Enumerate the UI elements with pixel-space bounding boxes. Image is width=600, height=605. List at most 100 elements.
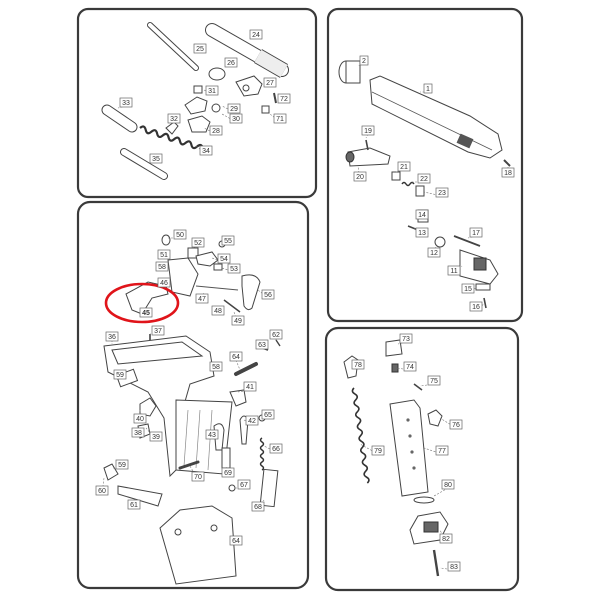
label-text: 33 xyxy=(122,100,130,107)
part-50-pin xyxy=(161,234,171,246)
label-box xyxy=(227,263,241,274)
part-link-pin xyxy=(242,84,250,92)
part-67 xyxy=(228,484,236,492)
label-text: 83 xyxy=(450,564,458,571)
leader-line xyxy=(195,145,207,155)
leader-line xyxy=(433,487,449,497)
label-box xyxy=(217,253,231,264)
part-label-32: 32 xyxy=(167,113,181,124)
leader-line xyxy=(439,567,455,571)
label-text: 62 xyxy=(272,332,280,339)
part-label-36: 36 xyxy=(105,331,119,344)
label-text: 73 xyxy=(402,336,410,343)
part-label-55: 55 xyxy=(221,235,235,246)
leader-line xyxy=(221,267,235,273)
leader-line xyxy=(235,359,241,371)
part-54 xyxy=(195,251,219,267)
label-box xyxy=(435,187,449,198)
part-29 xyxy=(184,96,208,115)
barrel-recoil-parts xyxy=(101,22,289,180)
part-label-48: 48 xyxy=(211,305,225,316)
label-box xyxy=(371,445,385,456)
part-label-1: 1 xyxy=(420,83,433,94)
part-20-end xyxy=(345,151,355,163)
part-label-64: 64 xyxy=(229,535,243,546)
label-box xyxy=(263,77,277,88)
part-barrel-link xyxy=(235,75,263,97)
label-box xyxy=(224,57,238,68)
part-label-68: 68 xyxy=(251,499,265,512)
label-box xyxy=(427,375,441,386)
label-text: 38 xyxy=(134,430,142,437)
label-text: 45 xyxy=(142,310,150,317)
label-box xyxy=(205,85,219,96)
part-label-61: 61 xyxy=(127,497,141,510)
label-text: 27 xyxy=(266,80,274,87)
label-box xyxy=(149,431,163,442)
part-74 xyxy=(391,363,399,373)
leader-line xyxy=(439,529,447,543)
label-text: 51 xyxy=(160,252,168,259)
label-text: 14 xyxy=(418,212,426,219)
label-box xyxy=(139,307,153,318)
part-66-spring xyxy=(259,437,265,471)
part-label-25: 25 xyxy=(193,43,207,54)
label-text: 67 xyxy=(240,482,248,489)
label-text: 54 xyxy=(220,256,228,263)
part-41 xyxy=(229,389,247,407)
part-40 xyxy=(139,397,157,417)
part-11-core xyxy=(473,257,487,271)
label-box xyxy=(231,315,245,326)
label-box xyxy=(399,333,413,344)
label-box xyxy=(221,235,235,246)
label-box xyxy=(469,227,483,238)
label-text: 59 xyxy=(116,372,124,379)
label-box xyxy=(427,247,441,258)
part-75 xyxy=(413,383,423,391)
leader-line xyxy=(395,367,411,371)
label-box xyxy=(361,125,375,136)
label-text: 63 xyxy=(258,342,266,349)
part-52 xyxy=(187,247,199,259)
label-box xyxy=(149,153,163,164)
part-label-11: 11 xyxy=(447,265,463,276)
label-text: 43 xyxy=(208,432,216,439)
label-box xyxy=(441,479,455,490)
label-box xyxy=(229,113,243,124)
part-22-spring xyxy=(401,181,415,187)
part-label-47: 47 xyxy=(195,291,209,304)
part-guide-rod xyxy=(147,22,199,71)
label-text: 2 xyxy=(362,58,366,65)
part-label-2: 2 xyxy=(357,55,369,67)
part-label-12: 12 xyxy=(427,245,441,258)
label-box xyxy=(205,429,219,440)
label-text: 20 xyxy=(356,174,364,181)
part-71 xyxy=(261,105,270,114)
label-box xyxy=(261,409,275,420)
grip-checkering xyxy=(183,409,213,471)
label-text: 39 xyxy=(152,434,160,441)
label-box xyxy=(269,443,283,454)
part-frame-rail xyxy=(111,341,204,365)
slide-serrations xyxy=(456,133,474,149)
part-label-39: 39 xyxy=(145,427,163,442)
label-box xyxy=(191,237,205,248)
part-70 xyxy=(178,460,200,470)
label-box xyxy=(221,467,235,478)
leader-line xyxy=(221,105,235,113)
leader-line xyxy=(263,445,277,453)
label-text: 77 xyxy=(438,448,446,455)
part-label-72: 72 xyxy=(277,93,291,104)
part-label-71: 71 xyxy=(269,113,287,124)
label-box xyxy=(261,289,275,300)
label-text: 80 xyxy=(444,482,452,489)
label-text: 17 xyxy=(472,230,480,237)
part-label-67: 67 xyxy=(234,479,251,490)
label-text: 35 xyxy=(152,156,160,163)
label-text: 64 xyxy=(232,354,240,361)
part-label-28: 28 xyxy=(203,125,223,136)
part-label-59: 59 xyxy=(112,459,129,470)
part-49 xyxy=(223,299,241,313)
